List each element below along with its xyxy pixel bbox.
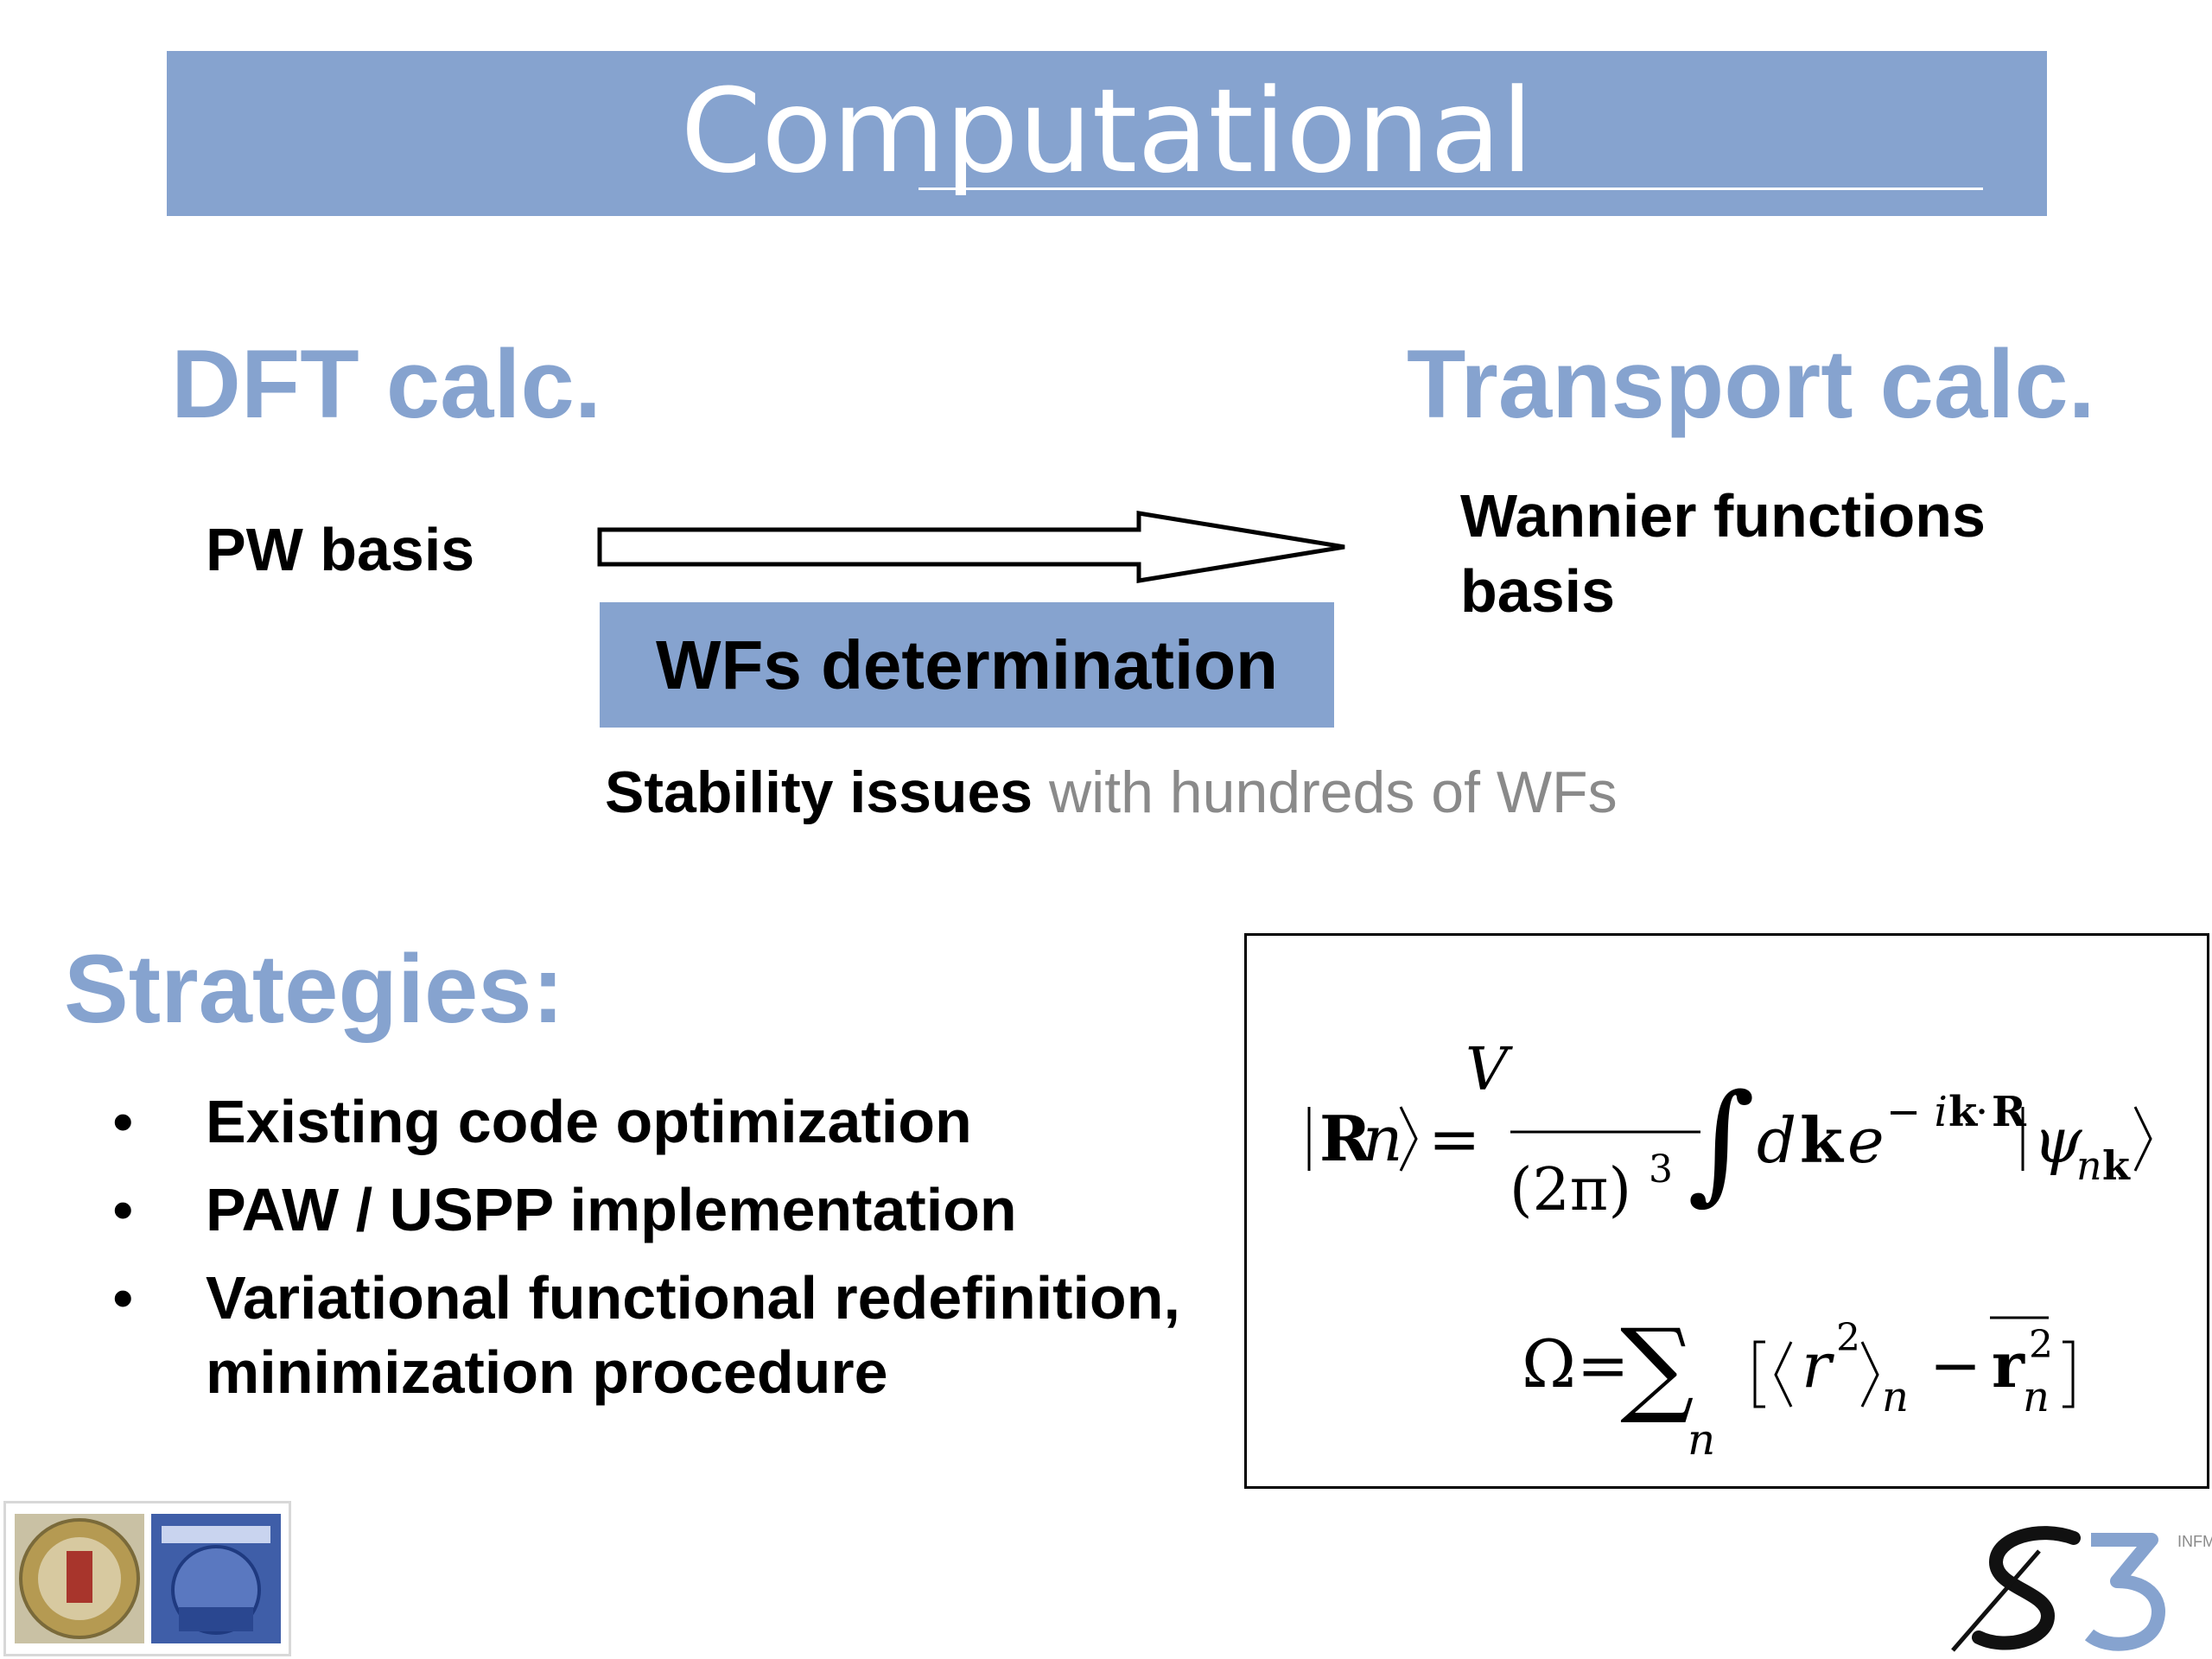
dft-heading: DFT calc.	[171, 330, 601, 438]
formula2-sub-n: n	[1882, 1373, 1909, 1421]
formula2-minus: −	[1929, 1329, 1981, 1402]
wannier-line-2: basis	[1460, 557, 1615, 625]
formula1-psi-n: n	[2076, 1142, 2102, 1189]
formula1-psi-k: k	[2102, 1142, 2131, 1189]
title-underline	[918, 188, 1983, 190]
bullet-icon: •	[112, 1264, 134, 1332]
formula-graphic: R n = V (2π) 3 ∫ d k e − i k · R ψ n k Ω…	[1307, 1036, 2152, 1465]
stability-rest: with hundreds of WFs	[1033, 760, 1618, 825]
formula2-r-exp: 2	[1836, 1316, 1860, 1360]
formula2-bold-r-sub: n	[2023, 1373, 2050, 1421]
formula-box: R n = V (2π) 3 ∫ d k e − i k · R ψ n k Ω…	[1244, 933, 2209, 1489]
spread-formula: Ω = ∑ n r 2 n − r 2 n	[1522, 1307, 2075, 1465]
wfs-determination-label: WFs determination	[655, 626, 1279, 703]
wannier-formula: R n = V (2π) 3 ∫ d k e − i k · R ψ n k	[1307, 1036, 2152, 1224]
formula1-d: d	[1757, 1104, 1796, 1177]
strategy-text: PAW / USPP implementation	[206, 1176, 1017, 1243]
formula1-n: n	[1363, 1103, 1402, 1175]
pw-basis-label: PW basis	[206, 516, 475, 583]
strategy-list: • Existing code optimization • PAW / USPP …	[112, 1084, 1312, 1423]
formula2-eq: =	[1577, 1329, 1629, 1402]
strategy-text: Existing code optimization	[206, 1088, 972, 1155]
s3-logo-icon: INFM	[1951, 1526, 2212, 1652]
wannier-line-1: Wannier functions	[1460, 482, 1986, 550]
sum-icon: ∑	[1620, 1307, 1694, 1427]
formula1-exp-dot: ·	[1975, 1088, 1988, 1136]
formula2-omega: Ω	[1522, 1325, 1576, 1402]
formula2-r: r	[1802, 1329, 1834, 1402]
slide-title: Computational	[680, 64, 1534, 199]
university-logos	[3, 1501, 291, 1656]
formula1-exp-i: − i	[1886, 1088, 1948, 1136]
wfs-determination-box: WFs determination	[600, 602, 1334, 728]
formula1-e: e	[1847, 1104, 1885, 1177]
seal-icon	[15, 1514, 281, 1643]
list-item: • Variational functional redefinition, mi…	[112, 1261, 1312, 1409]
formula2-sum-sub: n	[1688, 1414, 1715, 1465]
strategy-text: Variational functional redefinition, min…	[206, 1264, 1180, 1406]
wannier-label: Wannier functions basis	[1460, 479, 1986, 629]
right-arrow-icon	[597, 511, 1345, 583]
formula1-exp-k: k	[1948, 1088, 1979, 1136]
list-item: • Existing code optimization	[112, 1084, 1312, 1159]
list-item: • PAW / USPP implementation	[112, 1173, 1312, 1247]
formula1-exp-R: R	[1992, 1088, 2027, 1136]
formula1-R: R	[1319, 1102, 1372, 1175]
formula1-eq: =	[1428, 1103, 1480, 1175]
formula1-psi: ψ	[2033, 1104, 2083, 1177]
integral-icon: ∫	[1688, 1067, 1755, 1217]
stability-note: Stability issues with hundreds of WFs	[605, 758, 1618, 827]
formula1-V: V	[1465, 1036, 1513, 1104]
formula1-den-exp: 3	[1649, 1147, 1673, 1192]
title-bar: Computational	[167, 51, 2047, 216]
formula1-denom: (2π)	[1510, 1156, 1631, 1224]
strategies-heading: Strategies:	[64, 935, 564, 1043]
bullet-icon: •	[112, 1088, 134, 1155]
bullet-icon: •	[112, 1176, 134, 1243]
infm-label: INFM	[2177, 1533, 2212, 1550]
transport-heading: Transport calc.	[1407, 330, 2095, 438]
stability-bold: Stability issues	[605, 760, 1033, 825]
formula2-bold-r-exp: 2	[2029, 1323, 2053, 1367]
formula2-bold-r: r	[1992, 1328, 2025, 1402]
formula1-k: k	[1800, 1103, 1845, 1177]
